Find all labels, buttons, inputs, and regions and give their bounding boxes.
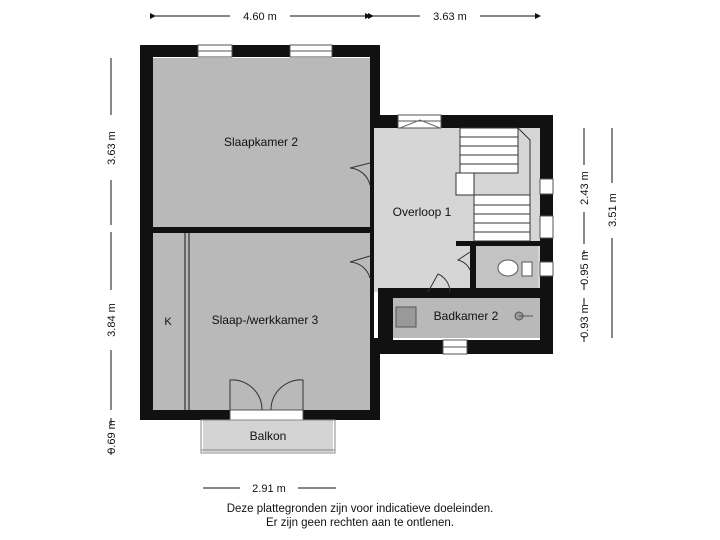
- dim-right-351: 3.51 m: [607, 193, 619, 227]
- dim-top-left: 4.60 m: [243, 11, 277, 23]
- disclaimer-line-2: Er zijn geen rechten aan te ontlenen.: [266, 517, 454, 529]
- dim-right-093: 0.93 m: [579, 304, 591, 338]
- dim-bottom-balkon: 2.91 m: [252, 483, 286, 495]
- dim-left-lower: 3.84 m: [106, 303, 118, 337]
- dim-right-095: 0.95 m: [579, 251, 591, 285]
- dim-top-right: 3.63 m: [433, 11, 467, 23]
- room-label-balkon: Balkon: [250, 429, 287, 443]
- wardrobe: [184, 233, 190, 410]
- floor-balkon: [203, 418, 333, 452]
- walls: [140, 45, 553, 420]
- dim-left-upper: 3.63 m: [106, 131, 118, 165]
- dim-right-243: 2.43 m: [579, 171, 591, 205]
- disclaimer-line-1: Deze plattegronden zijn voor indicatieve…: [226, 503, 494, 515]
- floor-slaapkamer-2: [153, 58, 370, 228]
- room-label-slaapkamer-2: Slaapkamer 2: [224, 135, 298, 149]
- balkon-railing: [200, 419, 336, 454]
- fixtures: [395, 259, 533, 328]
- disclaimer: Deze plattegronden zijn voor indicatieve…: [0, 502, 720, 530]
- toilet: [497, 259, 519, 277]
- dimension-lines: [110, 13, 613, 489]
- room-label-badkamer-2: Badkamer 2: [434, 309, 499, 323]
- room-label-k: K: [164, 316, 172, 328]
- windows: [197, 44, 554, 421]
- dim-left-balkon: 0.69 m: [106, 420, 118, 454]
- room-label-werkkamer-3: Slaap-/werkkamer 3: [212, 313, 319, 327]
- stairs: [455, 127, 531, 242]
- room-label-overloop-1: Overloop 1: [393, 205, 452, 219]
- doors: [229, 119, 471, 411]
- bath-sink: [395, 306, 417, 328]
